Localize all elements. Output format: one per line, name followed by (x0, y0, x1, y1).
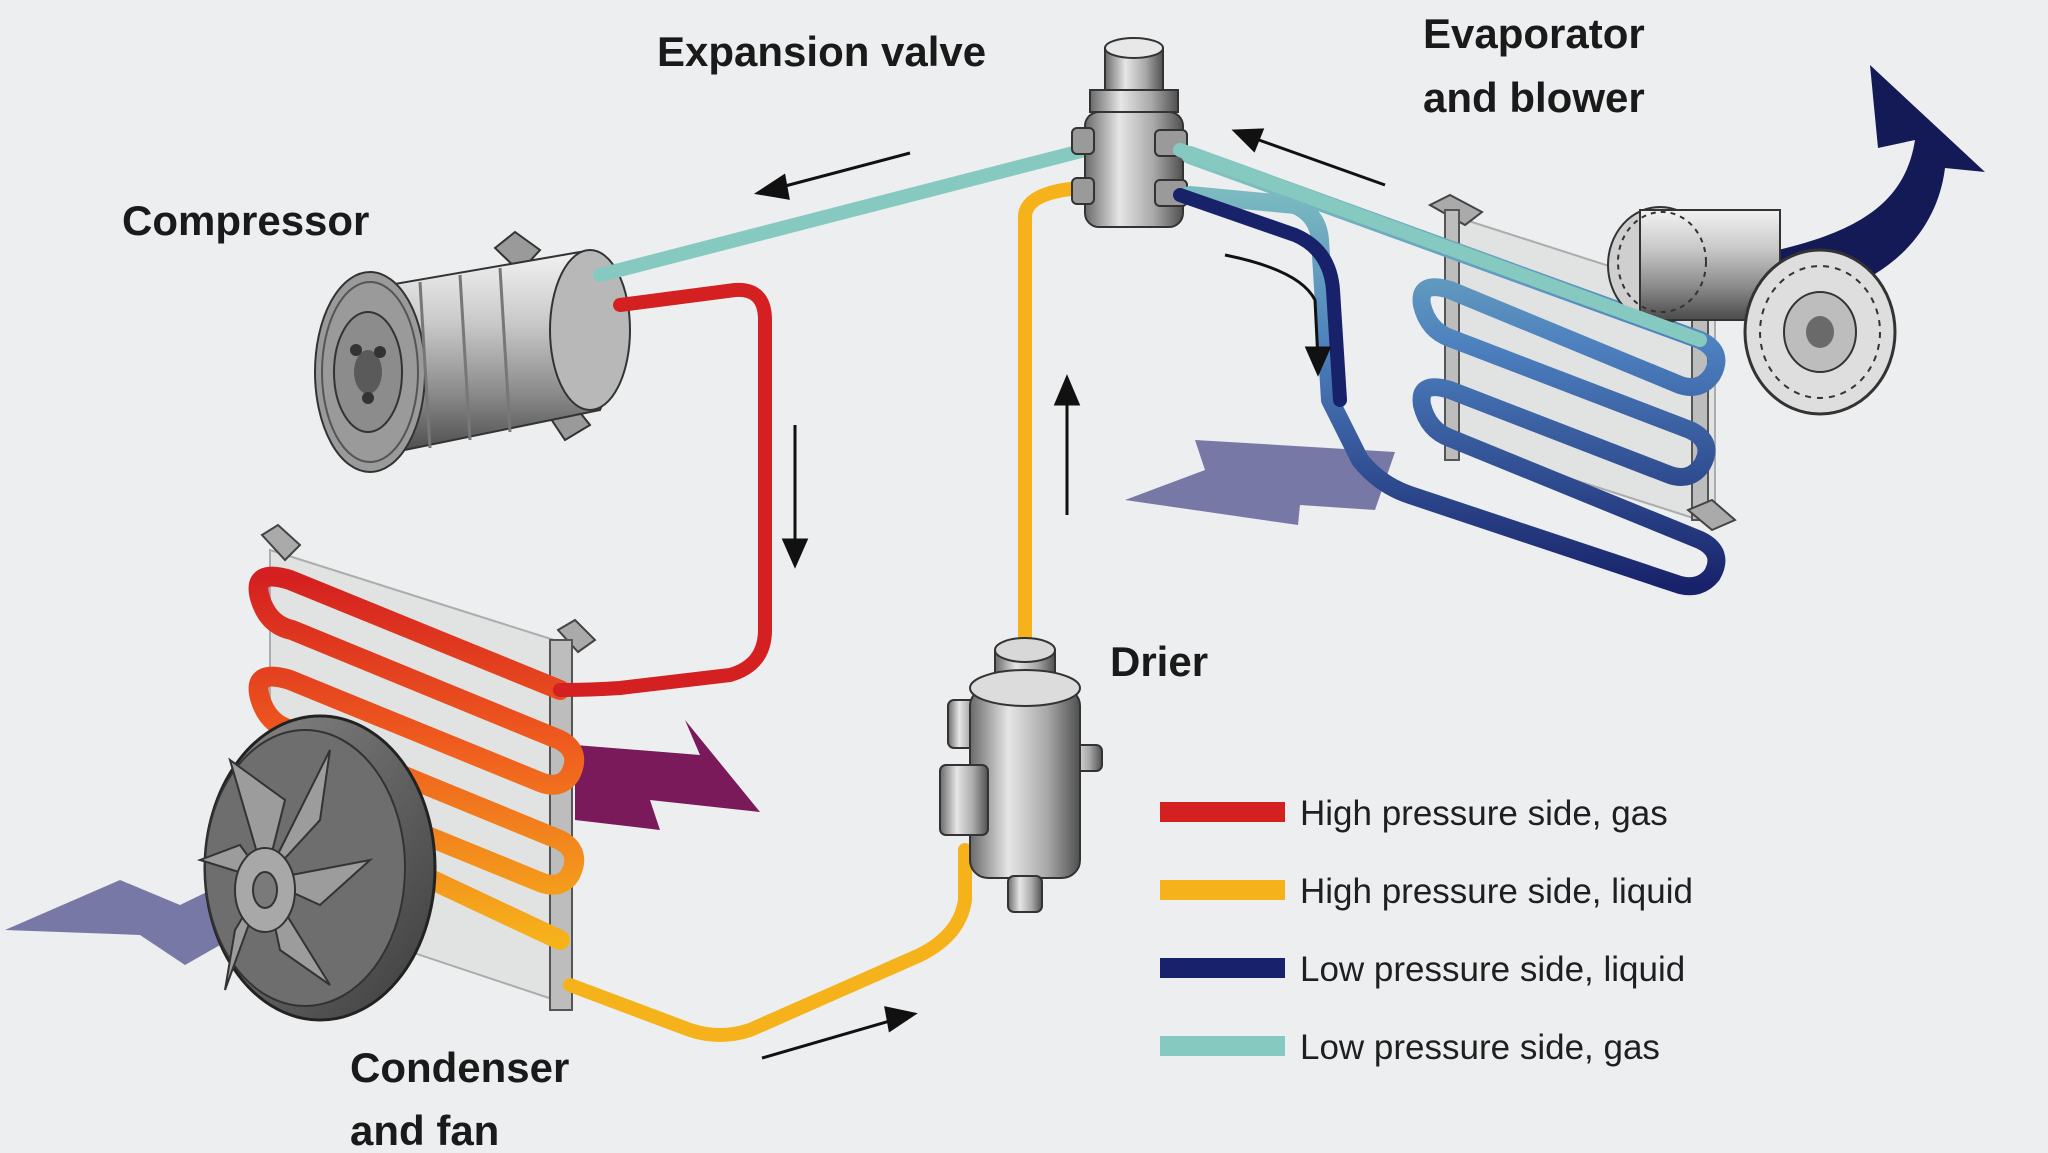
airflow-out-condenser-arrow-icon (575, 720, 760, 830)
airflow-in-evaporator-arrow-icon (1125, 440, 1395, 525)
legend-swatch (1160, 880, 1285, 900)
legend-swatch (1160, 1036, 1285, 1056)
low-pressure-liquid-line (1173, 188, 1347, 407)
low-pressure-gas-line (593, 143, 1092, 282)
legend-label: Low pressure side, liquid (1300, 950, 1685, 989)
high-pressure-liquid-line-upper (1018, 181, 1087, 667)
legend-label: Low pressure side, gas (1300, 1028, 1660, 1067)
label-drier: Drier (1110, 638, 1208, 685)
fan-icon (196, 714, 437, 1022)
label-condenser-line2: and fan (350, 1107, 499, 1153)
flow-arrow-icon (753, 128, 1386, 1060)
label-evaporator-line2: and blower (1423, 74, 1645, 121)
legend-swatch (1160, 802, 1285, 822)
compressor-icon (314, 230, 631, 473)
legend-swatch (1160, 958, 1285, 978)
airflow-in-condenser-arrow-icon (5, 880, 220, 965)
airflow-out-evaporator-arrow-icon (1755, 65, 1985, 302)
high-pressure-liquid-line (563, 843, 972, 1042)
label-compressor: Compressor (122, 197, 369, 244)
low-pressure-gas-line-evaporator (1173, 143, 1707, 347)
blower-icon (1607, 206, 1897, 416)
label-evaporator-line1: Evaporator (1423, 10, 1645, 57)
expansion-valve-icon (1071, 37, 1188, 228)
legend-label: High pressure side, gas (1300, 794, 1668, 833)
high-pressure-gas-line (553, 282, 772, 697)
label-condenser-line1: Condenser (350, 1044, 569, 1091)
label-expansion-valve: Expansion valve (657, 28, 986, 75)
drier-icon (939, 637, 1103, 913)
legend-label: High pressure side, liquid (1300, 872, 1693, 911)
